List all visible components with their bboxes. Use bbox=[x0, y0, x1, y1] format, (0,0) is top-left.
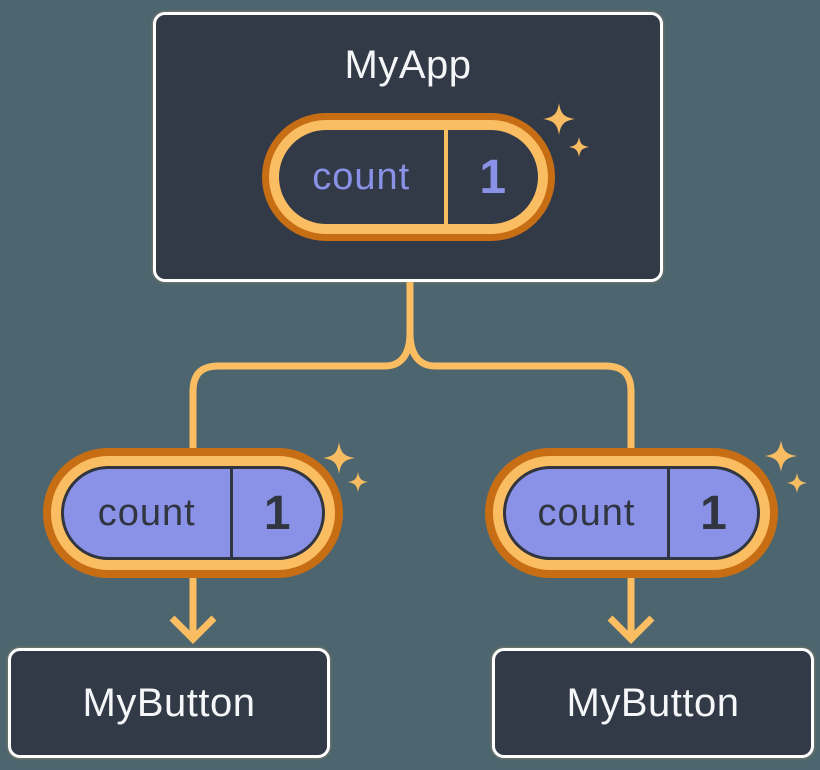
state-value: 1 bbox=[666, 469, 757, 557]
sparkle-icon bbox=[347, 471, 369, 493]
state-pill-right-ring: count 1 bbox=[493, 456, 770, 570]
state-pill-root: count 1 bbox=[261, 113, 555, 241]
state-pill-right-child: count 1 bbox=[485, 448, 778, 578]
state-pill-right-body: count 1 bbox=[503, 466, 760, 560]
state-pill-left-ring: count 1 bbox=[51, 456, 335, 570]
sparkle-icon bbox=[786, 472, 808, 494]
state-pill-left-body: count 1 bbox=[61, 466, 325, 560]
node-mybutton-left: MyButton bbox=[8, 648, 330, 758]
state-label: count bbox=[97, 491, 196, 534]
state-pill-left-child: count 1 bbox=[43, 448, 343, 578]
sparkle-icon bbox=[765, 440, 797, 472]
node-myapp-title: MyApp bbox=[344, 43, 472, 87]
node-mybutton-right: MyButton bbox=[492, 648, 814, 758]
arrow-down-icon-right bbox=[607, 615, 655, 644]
state-label: count bbox=[537, 491, 636, 534]
arrow-down-icon-left bbox=[169, 615, 217, 644]
state-value: 1 bbox=[229, 469, 322, 557]
node-mybutton-right-title: MyButton bbox=[566, 681, 740, 725]
sparkle-icon bbox=[323, 442, 355, 474]
state-pill-root-body: count 1 bbox=[278, 130, 538, 224]
node-myapp: MyApp count 1 bbox=[153, 12, 663, 282]
state-label: count bbox=[312, 155, 411, 198]
state-value: 1 bbox=[444, 130, 537, 224]
node-mybutton-left-title: MyButton bbox=[82, 681, 256, 725]
state-pill-root-ring: count 1 bbox=[268, 120, 548, 234]
